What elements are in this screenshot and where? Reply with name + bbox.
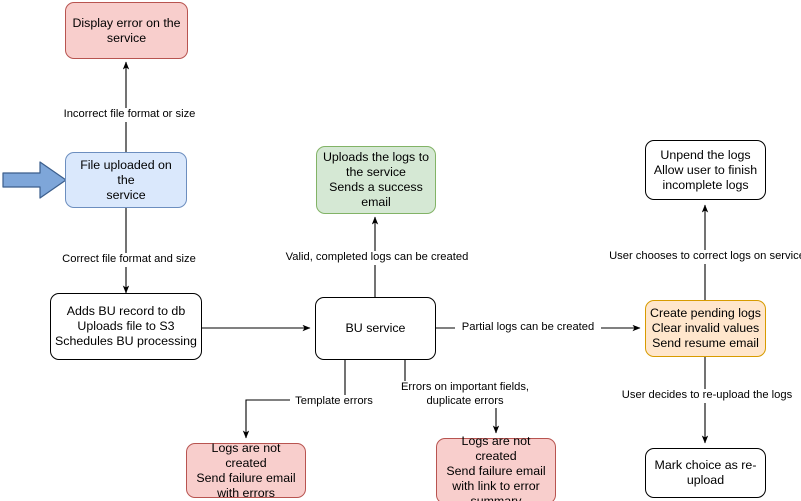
edge-label-user-decides-reupload: User decides to re-upload the logs [612,389,801,403]
edge-label-valid-completed-logs: Valid, completed logs can be created [281,251,473,265]
node-adds-bu-record[interactable]: Adds BU record to db Uploads file to S3 … [50,293,202,360]
node-mark-choice-reupload[interactable]: Mark choice as re- upload [645,448,766,498]
node-file-uploaded-on-service[interactable]: File uploaded on the service [65,152,187,208]
node-uploads-logs-success[interactable]: Uploads the logs to the service Sends a … [316,146,436,214]
node-logs-not-created-template[interactable]: Logs are not created Send failure email … [186,441,306,500]
edge-label-template-errors: Template errors [290,395,378,409]
edge-label-important-field-errors: Errors on important fields, duplicate er… [388,381,542,408]
node-create-pending-logs[interactable]: Create pending logs Clear invalid values… [645,300,766,357]
external-input-arrow-icon [2,161,67,199]
edge-label-user-chooses-correct: User chooses to correct logs on service [606,250,801,264]
node-unpend-logs[interactable]: Unpend the logs Allow user to finish inc… [645,140,766,200]
node-display-error[interactable]: Display error on the service [65,2,188,59]
edge-label-incorrect-file-format: Incorrect file format or size [55,108,204,122]
edge-label-partial-logs: Partial logs can be created [455,321,601,335]
edge-label-correct-file-format: Correct file format and size [56,253,202,267]
node-bu-service[interactable]: BU service [315,297,436,360]
node-logs-not-created-summary[interactable]: Logs are not created Send failure email … [436,434,556,501]
